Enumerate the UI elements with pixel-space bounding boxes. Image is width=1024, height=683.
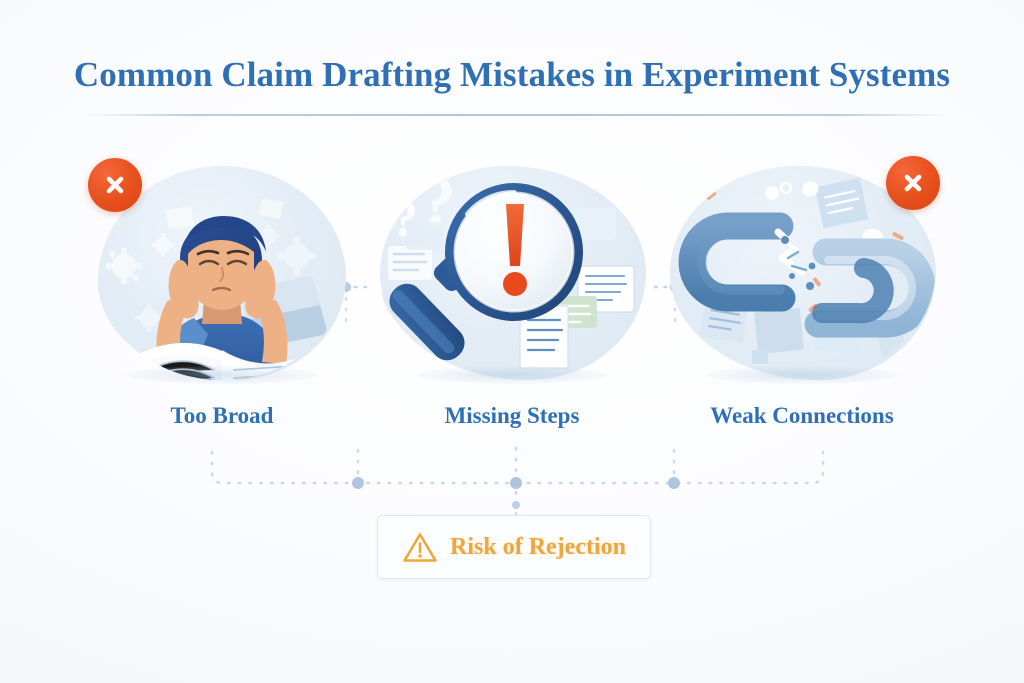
x-mark-badge: [886, 156, 940, 210]
panel-caption-weak-connections: Weak Connections: [710, 403, 894, 428]
risk-of-rejection-box[interactable]: Risk of Rejection: [377, 515, 651, 579]
warning-triangle-icon: [402, 531, 438, 564]
title-divider: [86, 114, 944, 116]
risk-of-rejection-label: Risk of Rejection: [450, 533, 626, 560]
frustrated-person-icon: [105, 198, 334, 380]
close-icon: [106, 176, 124, 194]
panel-weak-connections[interactable]: Weak Connections: [652, 148, 952, 458]
close-icon: [904, 174, 922, 192]
panel-missing-steps[interactable]: ? ?: [362, 148, 662, 458]
panel-ground-shadow: [706, 366, 898, 384]
panel-caption-too-broad: Too Broad: [170, 403, 274, 428]
x-mark-badge: [88, 158, 142, 212]
panel-too-broad-illustration: [72, 148, 372, 396]
page-title: Common Claim Drafting Mistakes in Experi…: [73, 55, 951, 94]
magnifying-glass-icon: ? ?: [382, 166, 635, 369]
title-area: Common Claim Drafting Mistakes in Experi…: [0, 55, 1024, 95]
panel-caption-missing-steps: Missing Steps: [444, 403, 580, 428]
panel-too-broad[interactable]: Too Broad: [72, 148, 372, 458]
panel-ground-shadow: [126, 366, 318, 384]
panel-ground-shadow: [416, 366, 608, 384]
broken-chain-icon: [678, 178, 935, 364]
panel-missing-steps-illustration: ? ?: [362, 148, 662, 396]
panel-weak-connections-illustration: [652, 148, 952, 396]
